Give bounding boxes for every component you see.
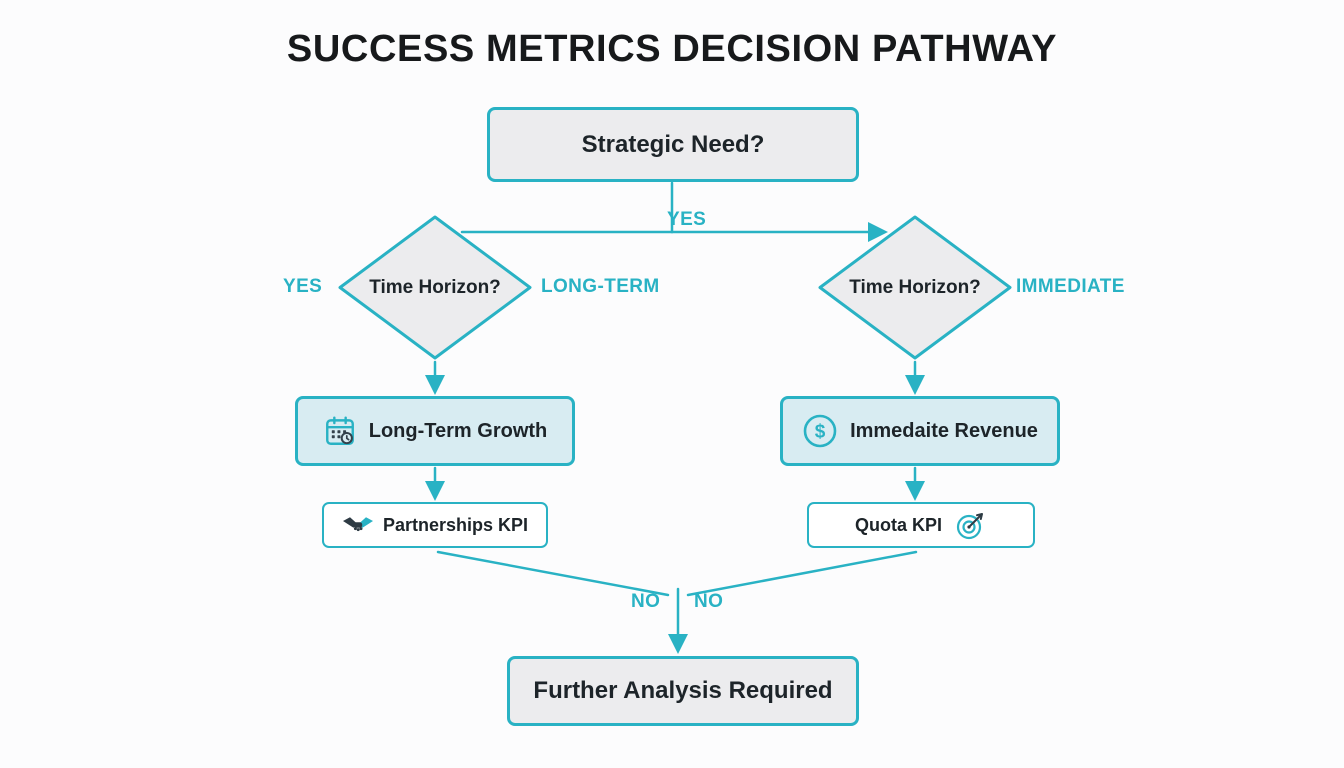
node-partnerships-kpi: Partnerships KPI (322, 502, 548, 548)
node-time-horizon-left: Time Horizon? (337, 214, 533, 361)
diagram-title: SUCCESS METRICS DECISION PATHWAY (286, 28, 1058, 70)
node-long-term-growth: Long-Term Growth (295, 396, 575, 466)
node-time-horizon-right-label: Time Horizon? (849, 276, 981, 298)
node-strategic-need: Strategic Need? (487, 107, 859, 182)
edge-label-no-right: NO (694, 591, 724, 612)
node-further-analysis: Further Analysis Required (507, 656, 859, 726)
node-quota-kpi: Quota KPI (807, 502, 1035, 548)
edge-label-long-term: LONG-TERM (541, 276, 660, 297)
edge-label-yes-left: YES (283, 276, 323, 297)
node-time-horizon-right: Time Horizon? (817, 214, 1013, 361)
edge-no-right-slant (686, 550, 918, 597)
node-partnerships-kpi-label: Partnerships KPI (382, 514, 529, 535)
node-further-analysis-label: Further Analysis Required (533, 677, 833, 704)
node-immediate-revenue-label: Immedaite Revenue (850, 419, 1038, 442)
edge-label-immediate: IMMEDIATE (1016, 276, 1125, 297)
node-strategic-need-label: Strategic Need? (581, 130, 765, 158)
node-quota-kpi-label: Quota KPI (854, 514, 942, 535)
edge-label-yes-top: YES (667, 209, 707, 230)
svg-text:$: $ (815, 422, 826, 443)
target-icon (955, 509, 987, 541)
calendar-icon (323, 414, 357, 448)
node-immediate-revenue: $ Immedaite Revenue (780, 396, 1060, 466)
dollar-icon: $ (802, 413, 838, 449)
handshake-icon (342, 514, 374, 536)
diamond-shape (338, 215, 532, 360)
diamond-shape (818, 215, 1012, 360)
edge-no-left-slant (436, 550, 670, 597)
edge-label-no-left: NO (631, 591, 661, 612)
node-time-horizon-left-label: Time Horizon? (369, 276, 501, 298)
node-long-term-growth-label: Long-Term Growth (368, 419, 548, 442)
